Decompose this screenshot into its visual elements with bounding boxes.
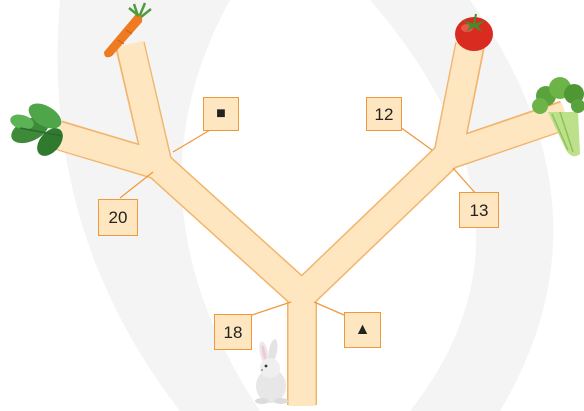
- label-box-left: 20: [98, 199, 138, 236]
- label-box-bottom-right: ▲: [344, 312, 381, 348]
- label-box-top-left: ■: [203, 97, 239, 131]
- leader-top-right: [400, 127, 432, 150]
- label-box-top-right: 12: [366, 97, 402, 131]
- rabbit-icon: [255, 338, 288, 404]
- leader-bottom-left: [252, 302, 291, 315]
- label-box-bottom-left: 18: [214, 314, 252, 350]
- mint-leaves-icon: [7, 98, 68, 160]
- leader-bottom-right: [314, 302, 344, 315]
- label-box-right: 13: [459, 192, 499, 228]
